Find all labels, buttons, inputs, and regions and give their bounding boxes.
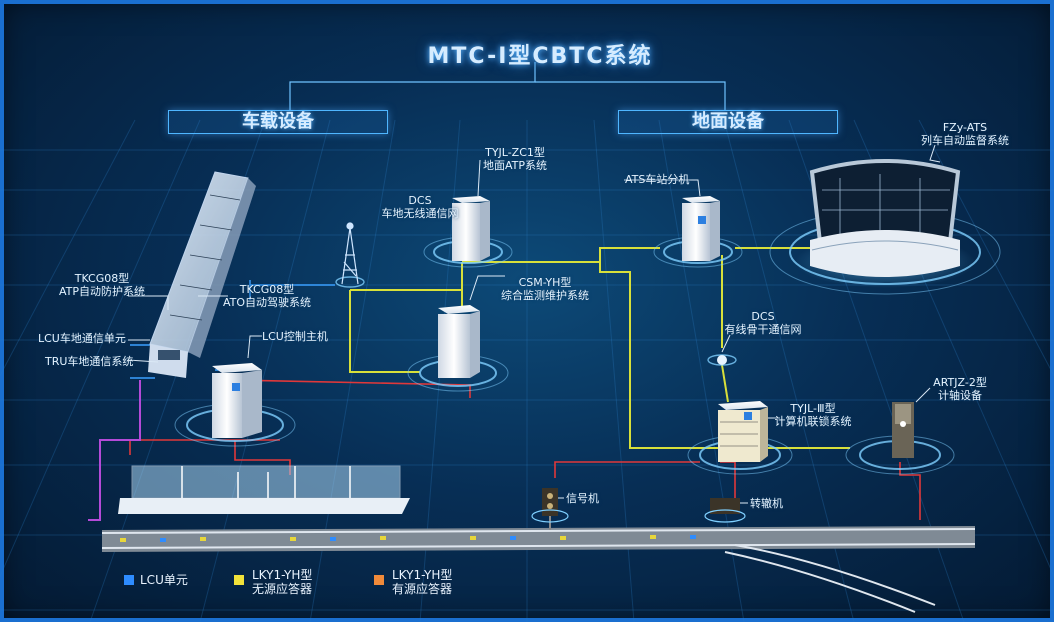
radio-tower bbox=[341, 222, 359, 285]
legend-label-passive-balise: LKY1-YH型 无源应答器 bbox=[252, 568, 312, 596]
cabinet-ats-station bbox=[682, 196, 720, 261]
platform bbox=[118, 465, 410, 514]
label-tkcg08-ato-line2: ATO自动驾驶系统 bbox=[222, 296, 312, 309]
backbone-node bbox=[717, 355, 727, 365]
ats-control-center bbox=[809, 159, 961, 277]
category-onboard-equipment: 车载设备 bbox=[168, 110, 388, 134]
label-ats-station: ATS车站分机 bbox=[625, 173, 690, 186]
legend-label-active-balise: LKY1-YH型 有源应答器 bbox=[392, 568, 452, 596]
legend-active-line2: 有源应答器 bbox=[392, 582, 453, 596]
label-dcs-backbone-line1: DCS bbox=[751, 310, 775, 323]
label-tyjl-zc1-line2: 地面ATP系统 bbox=[482, 159, 548, 172]
label-csm-yh: CSM-YH型 综合监测维护系统 bbox=[495, 276, 595, 302]
purple-wires bbox=[88, 380, 141, 521]
cabinet-tyjl-zc1 bbox=[452, 196, 490, 261]
switch-machine bbox=[704, 498, 746, 523]
label-tkcg08-ato-line1: TKCG08型 bbox=[239, 283, 295, 296]
page-title: MTC-I型CBTC系统 bbox=[427, 44, 653, 69]
signal-machine bbox=[531, 488, 569, 530]
label-csm-yh-line2: 综合监测维护系统 bbox=[501, 289, 589, 302]
label-dcs-wireless: DCS 车地无线通信网 bbox=[370, 194, 470, 220]
label-tyjl-iii-line2: 计算机联锁系统 bbox=[774, 415, 852, 428]
legend-swatch-passive-balise bbox=[234, 575, 244, 585]
track bbox=[101, 526, 976, 613]
label-tru-comm: TRU车地通信系统 bbox=[45, 355, 134, 368]
train bbox=[148, 171, 256, 378]
label-fzy-ats: FZy-ATS 列车自动监督系统 bbox=[920, 121, 1010, 147]
cabinet-csm bbox=[438, 305, 480, 378]
legend-swatch-lcu bbox=[124, 575, 134, 585]
label-lcu-comm: LCU车地通信单元 bbox=[38, 332, 126, 345]
label-csm-yh-line1: CSM-YH型 bbox=[518, 276, 572, 289]
legend-active-line1: LKY1-YH型 bbox=[392, 568, 453, 582]
label-signal: 信号机 bbox=[566, 492, 599, 505]
label-tyjl-iii-line1: TYJL-Ⅲ型 bbox=[790, 402, 836, 415]
label-fzy-ats-line1: FZy-ATS bbox=[942, 121, 988, 134]
label-dcs-wireless-line2: 车地无线通信网 bbox=[381, 207, 459, 220]
cabinet-axle-counter bbox=[892, 402, 914, 458]
label-tyjl-iii: TYJL-Ⅲ型 计算机联锁系统 bbox=[768, 402, 858, 428]
label-artjz-line2: 计轴设备 bbox=[938, 389, 982, 402]
label-tkcg08-atp-line2: ATP自动防护系统 bbox=[58, 285, 146, 298]
cabinet-interlocking bbox=[718, 401, 768, 462]
title-connectors bbox=[289, 62, 726, 110]
label-lcu-host: LCU控制主机 bbox=[262, 330, 328, 343]
legend-label-lcu: LCU单元 bbox=[140, 573, 188, 587]
label-dcs-wireless-line1: DCS bbox=[408, 194, 432, 207]
category-wayside-equipment: 地面设备 bbox=[618, 110, 838, 134]
label-fzy-ats-line2: 列车自动监督系统 bbox=[921, 134, 1009, 147]
legend-swatch-active-balise bbox=[374, 575, 384, 585]
label-tkcg08-atp-line1: TKCG08型 bbox=[74, 272, 130, 285]
legend-passive-line2: 无源应答器 bbox=[252, 582, 313, 596]
legend-passive-line1: LKY1-YH型 bbox=[252, 568, 313, 582]
label-tkcg08-atp: TKCG08型 ATP自动防护系统 bbox=[52, 272, 152, 298]
label-dcs-backbone-line2: 有线骨干通信网 bbox=[724, 323, 802, 336]
label-tkcg08-ato: TKCG08型 ATO自动驾驶系统 bbox=[222, 283, 312, 309]
cabinet-lcu-host bbox=[212, 363, 262, 438]
label-leaders bbox=[127, 144, 941, 504]
label-tyjl-zc1-line1: TYJL-ZC1型 bbox=[485, 146, 545, 159]
label-dcs-backbone: DCS 有线骨干通信网 bbox=[718, 310, 808, 336]
label-switch: 转辙机 bbox=[750, 497, 783, 510]
label-tyjl-zc1: TYJL-ZC1型 地面ATP系统 bbox=[470, 146, 560, 172]
label-artjz-line1: ARTJZ-2型 bbox=[933, 376, 987, 389]
label-artjz: ARTJZ-2型 计轴设备 bbox=[920, 376, 1000, 402]
